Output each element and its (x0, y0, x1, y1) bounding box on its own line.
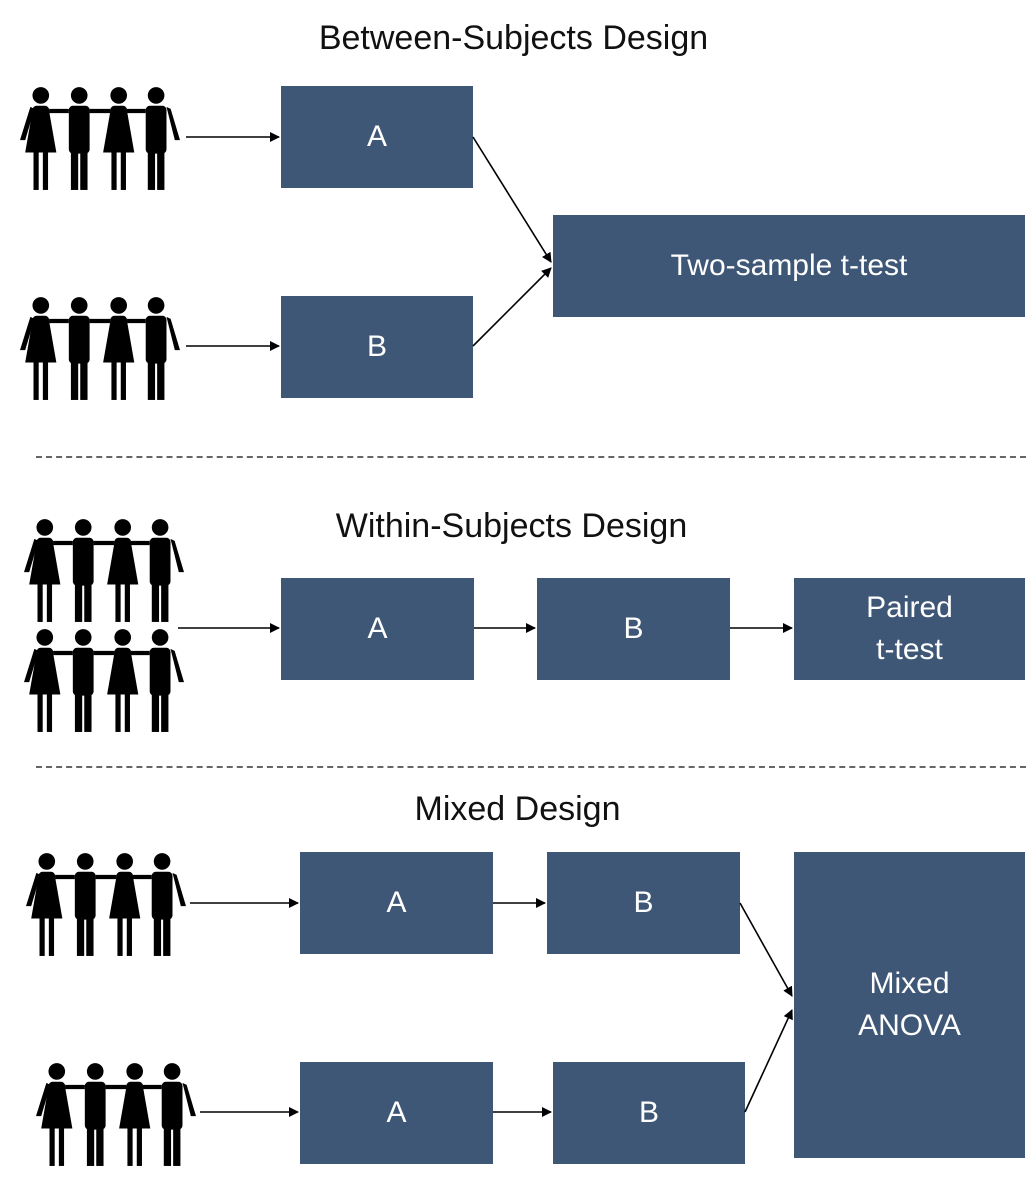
box-label: A (367, 612, 388, 645)
mixed-row2-condition-a: A (300, 1062, 493, 1164)
arrow (472, 267, 552, 347)
between-condition-b: B (281, 296, 473, 398)
mixed-test-box: Mixed ANOVA (794, 852, 1025, 1158)
between-condition-a: A (281, 86, 473, 188)
within-condition-b: B (537, 578, 730, 680)
box-label-line2: ANOVA (858, 1009, 961, 1042)
divider-1 (36, 456, 1026, 458)
arrow (472, 136, 552, 263)
box-label: Two-sample t-test (670, 249, 908, 282)
within-test-box: Paired t-test (794, 578, 1025, 680)
between-title: Between-Subjects Design (318, 19, 709, 57)
box-label-line1: Mixed (869, 967, 950, 1000)
arrow (744, 1009, 793, 1113)
box-label: B (633, 886, 654, 919)
box-label: B (623, 612, 644, 645)
mixed-row1-condition-b: B (547, 852, 740, 954)
within-condition-a: A (281, 578, 474, 680)
box-label: B (638, 1096, 659, 1129)
divider-2 (36, 766, 1026, 768)
box-label-line2: t-test (876, 633, 943, 666)
mixed-row2-condition-b: B (553, 1062, 745, 1164)
box-label: A (386, 1096, 407, 1129)
between-test-box: Two-sample t-test (553, 215, 1025, 317)
box-label: A (366, 120, 387, 153)
mixed-title: Mixed Design (414, 790, 621, 828)
box-label-line1: Paired (866, 591, 953, 624)
box-label: B (366, 330, 387, 363)
arrow (739, 902, 793, 997)
mixed-row1-condition-a: A (300, 852, 493, 954)
within-title: Within-Subjects Design (335, 507, 688, 545)
box-label: A (386, 886, 407, 919)
